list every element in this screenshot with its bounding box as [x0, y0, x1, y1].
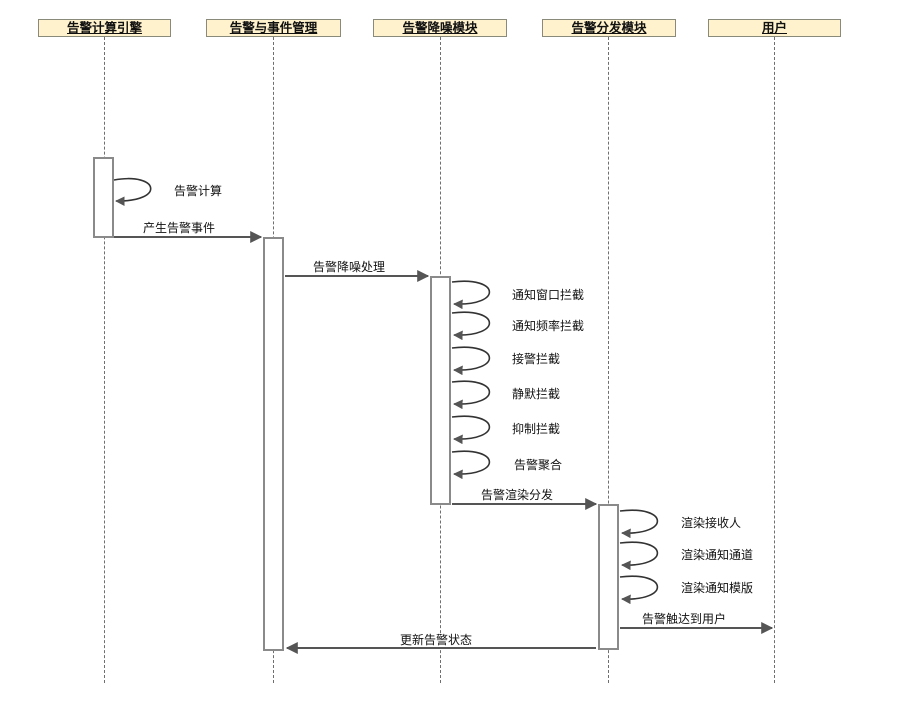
self-arrow-frequency: [451, 311, 491, 341]
label-noise-process: 告警降噪处理: [313, 260, 386, 274]
lifeline-alert-engine: [104, 37, 105, 683]
self-arrow-alert-calc: [113, 177, 152, 206]
label-produce-event: 产生告警事件: [143, 221, 216, 235]
participant-event-management: 告警与事件管理: [206, 19, 341, 37]
participant-alert-engine: 告警计算引擎: [38, 19, 171, 37]
label-render-dispatch: 告警渲染分发: [481, 488, 554, 502]
label-render-channel: 渲染通知通道: [681, 548, 754, 562]
activation-dispatch: [598, 504, 619, 650]
self-arrow-render-receiver: [619, 509, 659, 539]
label-suppress-intercept: 抑制拦截: [512, 422, 561, 436]
label-freq-intercept: 通知频率拦截: [512, 319, 585, 333]
label-reach-user: 告警触达到用户: [642, 612, 727, 626]
label-silence-intercept: 静默拦截: [512, 387, 561, 401]
label-render-template: 渲染通知模版: [681, 581, 754, 595]
label-render-receiver: 渲染接收人: [681, 516, 742, 530]
self-arrow-render-channel: [619, 541, 659, 571]
self-arrow-window: [451, 280, 491, 310]
label-ack-intercept: 接警拦截: [512, 352, 561, 366]
participant-noise-reduction: 告警降噪模块: [373, 19, 507, 37]
label-alert-calc: 告警计算: [174, 184, 223, 198]
activation-noise-reduction: [430, 276, 451, 505]
lifeline-dispatch: [608, 37, 609, 683]
participant-user: 用户: [708, 19, 841, 37]
activation-alert-engine: [93, 157, 114, 238]
self-arrow-render-template: [619, 575, 659, 605]
participant-dispatch: 告警分发模块: [542, 19, 676, 37]
lifeline-user: [774, 37, 775, 683]
label-update-status: 更新告警状态: [400, 633, 473, 647]
self-arrow-ack: [451, 346, 491, 376]
self-arrow-silence: [451, 380, 491, 410]
activation-event-management: [263, 237, 284, 651]
label-window-intercept: 通知窗口拦截: [512, 288, 585, 302]
label-aggregate: 告警聚合: [514, 458, 563, 472]
self-arrow-aggregate: [451, 450, 491, 480]
self-arrow-suppress: [451, 415, 491, 445]
